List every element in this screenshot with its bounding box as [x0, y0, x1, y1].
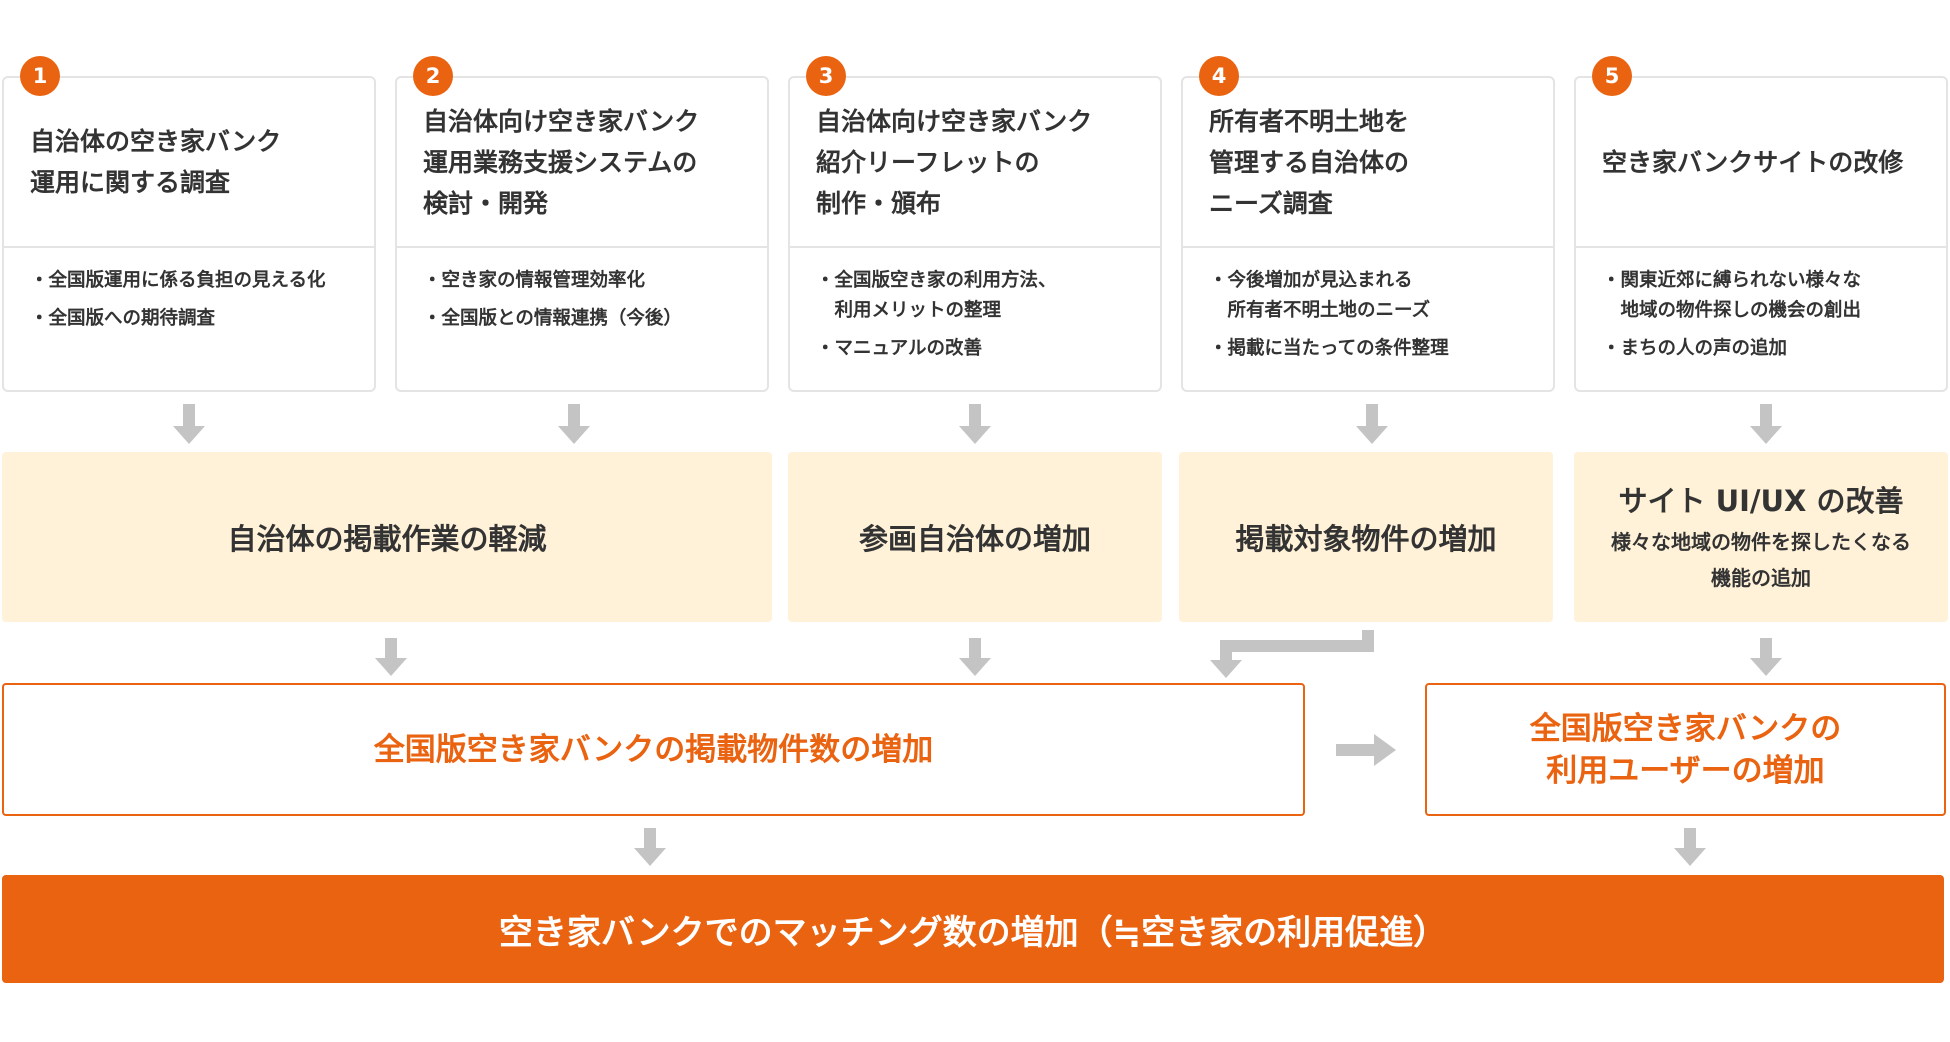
step-number-badge: 5 [1592, 56, 1632, 96]
effect-title: 掲載対象物件の増加 [1235, 522, 1497, 556]
initiative-card-2: 自治体向け空き家バンク 運用業務支援システムの 検討・開発 ・空き家の情報管理効… [395, 76, 769, 392]
outcome-title: 全国版空き家バンクの掲載物件数の増加 [373, 731, 934, 768]
step-number-badge: 3 [806, 56, 846, 96]
step-number-badge: 2 [413, 56, 453, 96]
card-body: ・全国版運用に係る負担の見える化 ・全国版への期待調査 [4, 248, 374, 390]
card-title: 空き家バンクサイトの改修 [1602, 147, 1904, 177]
bullet-item: ・今後増加が見込まれる 所有者不明土地のニーズ [1209, 270, 1431, 321]
effect-title: 自治体の掲載作業の軽減 [227, 522, 547, 556]
initiative-card-5: 空き家バンクサイトの改修 ・関東近郊に縛られない様々な 地域の物件探しの機会の創… [1574, 76, 1948, 392]
effect-box-workload: 自治体の掲載作業の軽減 [2, 452, 772, 622]
effect-box-properties: 掲載対象物件の増加 [1179, 452, 1553, 622]
final-goal-title: 空き家バンクでのマッチング数の増加（≒空き家の利用促進） [498, 912, 1448, 953]
step-number-badge: 4 [1199, 56, 1239, 96]
card-title: 自治体の空き家バンク 運用に関する調査 [30, 127, 282, 197]
card-body: ・今後増加が見込まれる 所有者不明土地のニーズ ・掲載に当たっての条件整理 [1183, 248, 1553, 390]
effect-title: サイト UI/UX の改善 [1618, 484, 1904, 518]
final-goal-banner: 空き家バンクでのマッチング数の増加（≒空き家の利用促進） [2, 875, 1944, 983]
card-title: 所有者不明土地を 管理する自治体の ニーズ調査 [1209, 106, 1410, 218]
step-number-badge: 1 [20, 56, 60, 96]
initiative-card-3: 自治体向け空き家バンク 紹介リーフレットの 制作・頒布 ・全国版空き家の利用方法… [788, 76, 1162, 392]
bullet-item: ・マニュアルの改善 [816, 338, 982, 359]
card-header: 自治体向け空き家バンク 紹介リーフレットの 制作・頒布 [790, 78, 1160, 248]
card-body: ・関東近郊に縛られない様々な 地域の物件探しの機会の創出 ・まちの人の声の追加 [1576, 248, 1946, 390]
card-body: ・空き家の情報管理効率化 ・全国版との情報連携（今後） [397, 248, 767, 390]
effect-title: 参画自治体の増加 [858, 522, 1091, 556]
bullet-item: ・全国版空き家の利用方法、 利用メリットの整理 [816, 270, 1057, 321]
outcome-title: 全国版空き家バンクの 利用ユーザーの増加 [1529, 710, 1842, 789]
effect-subtitle: 様々な地域の物件を探したくなる 機能の追加 [1611, 530, 1911, 590]
card-header: 空き家バンクサイトの改修 [1576, 78, 1946, 248]
effect-box-uiux: サイト UI/UX の改善 様々な地域の物件を探したくなる 機能の追加 [1574, 452, 1948, 622]
card-header: 自治体の空き家バンク 運用に関する調査 [4, 78, 374, 248]
effect-box-municipalities: 参画自治体の増加 [788, 452, 1162, 622]
card-header: 自治体向け空き家バンク 運用業務支援システムの 検討・開発 [397, 78, 767, 248]
bullet-item: ・全国版への期待調査 [30, 308, 216, 329]
outcome-box-users: 全国版空き家バンクの 利用ユーザーの増加 [1425, 683, 1946, 816]
initiative-card-4: 所有者不明土地を 管理する自治体の ニーズ調査 ・今後増加が見込まれる 所有者不… [1181, 76, 1555, 392]
card-title: 自治体向け空き家バンク 紹介リーフレットの 制作・頒布 [816, 106, 1093, 218]
outcome-box-listings: 全国版空き家バンクの掲載物件数の増加 [2, 683, 1305, 816]
elbow-connector [1220, 640, 1374, 652]
bullet-item: ・関東近郊に縛られない様々な 地域の物件探しの機会の創出 [1602, 270, 1862, 321]
card-title: 自治体向け空き家バンク 運用業務支援システムの 検討・開発 [423, 106, 700, 218]
bullet-item: ・掲載に当たっての条件整理 [1209, 338, 1449, 359]
initiative-card-1: 自治体の空き家バンク 運用に関する調査 ・全国版運用に係る負担の見える化 ・全国… [2, 76, 376, 392]
bullet-item: ・空き家の情報管理効率化 [423, 270, 646, 291]
card-body: ・全国版空き家の利用方法、 利用メリットの整理 ・マニュアルの改善 [790, 248, 1160, 390]
bullet-item: ・全国版との情報連携（今後） [423, 308, 682, 329]
bullet-item: ・全国版運用に係る負担の見える化 [30, 270, 326, 291]
card-header: 所有者不明土地を 管理する自治体の ニーズ調査 [1183, 78, 1553, 248]
right-arrow-icon [1336, 734, 1396, 766]
bullet-item: ・まちの人の声の追加 [1602, 338, 1788, 359]
